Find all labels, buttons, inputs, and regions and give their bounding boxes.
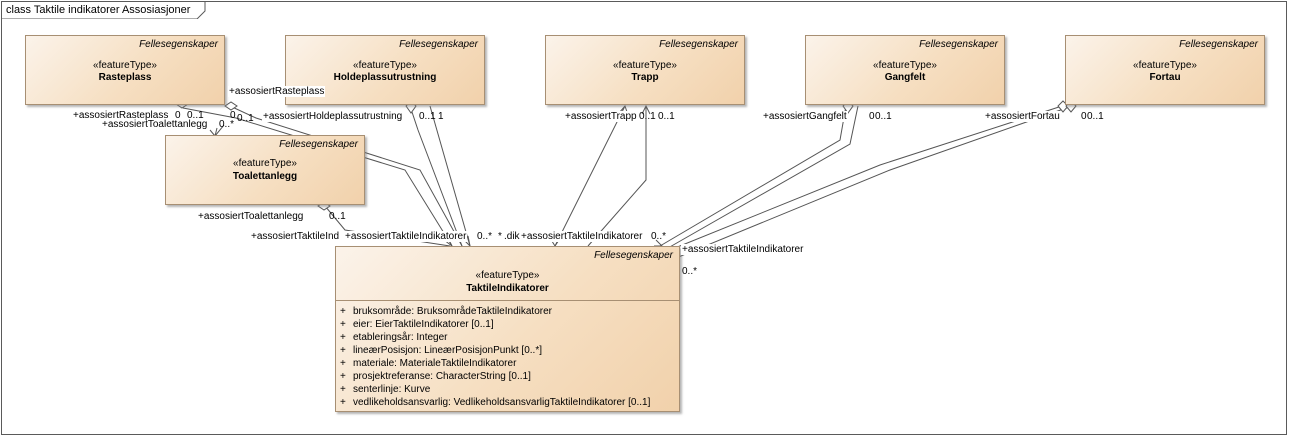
assoc-fortau-line-2	[675, 105, 1073, 259]
stereotype-label: «featureType»	[1133, 60, 1197, 71]
multiplicity-label: 0..*	[477, 231, 493, 242]
attribute-row: + lineærPosisjon: LineærPosisjonPunkt [0.…	[340, 344, 650, 357]
stereotype-label: «featureType»	[93, 60, 157, 71]
assoc-gangfelt-line	[659, 105, 847, 247]
attribute-row: + vedlikeholdsansvarlig: Vedlikeholdsansv…	[340, 396, 650, 409]
attribute-text: senterlinje: Kurve	[353, 384, 431, 395]
multiplicity-label: *	[498, 231, 502, 242]
role-label-assosiert-toalettanlegg-2: +assosiertToalettanlegg	[198, 211, 304, 222]
multiplicity-label: 0..*	[682, 266, 698, 277]
attribute-text: bruksområde: BruksområdeTaktileIndikator…	[353, 306, 552, 317]
multiplicity-label: 0	[175, 110, 181, 121]
role-label-assosiert-taktileindikatorer-2: +assosiertTaktileIndikatorer	[520, 231, 644, 242]
visibility-marker: +	[340, 345, 346, 356]
attribute-row: + bruksområde: BruksområdeTaktileIndikato…	[340, 305, 650, 318]
role-label-assosiert-trapp: +assosiertTrapp	[564, 111, 638, 122]
assoc-fortau-line	[669, 105, 1063, 251]
attribute-text: lineærPosisjon: LineærPosisjonPunkt [0..…	[353, 345, 542, 356]
multiplicity-label: 0..1	[1087, 111, 1104, 122]
visibility-marker: +	[340, 332, 346, 343]
role-label-assosiert-gangfelt: +assosiertGangfelt	[762, 111, 848, 122]
role-label-assosiert-taktile-ind: +assosiertTaktileInd	[251, 231, 340, 242]
group-label: Fellesegenskaper	[919, 39, 998, 50]
class-taktileindikatorer[interactable]: Fellesegenskaper «featureType» TaktileIn…	[335, 246, 680, 412]
assoc-toalettanlegg-line-2	[214, 124, 225, 137]
attribute-row: + prosjektreferanse: CharacterString [0..…	[340, 370, 650, 383]
attribute-text: etableringsår: Integer	[353, 332, 448, 343]
frame-title-tab	[1, 1, 206, 19]
attribute-row: + materiale: MaterialeTaktileIndikatorer	[340, 357, 650, 370]
multiplicity-label: 0..1	[639, 111, 656, 122]
class-name: Holdeplassutrustning	[333, 72, 437, 83]
multiplicity-label: 1	[438, 111, 444, 122]
role-label-assosiert-taktileindikatorer-3: +assosiertTaktileIndikatorer	[681, 244, 805, 255]
multiplicity-label: 0..*	[219, 119, 235, 130]
class-fortau[interactable]: Fellesegenskaper «featureType» Fortau	[1065, 35, 1265, 105]
class-toalettanlegg[interactable]: Fellesegenskaper «featureType» Toalettan…	[165, 135, 365, 205]
multiplicity-label: 0	[1081, 111, 1087, 122]
multiplicity-label: 0..1	[419, 111, 436, 122]
group-label: Fellesegenskaper	[594, 250, 673, 261]
multiplicity-label: 0..1	[329, 211, 346, 222]
role-label-fragment: .dik	[504, 231, 520, 242]
class-trapp[interactable]: Fellesegenskaper «featureType» Trapp	[545, 35, 745, 105]
stereotype-label: «featureType»	[475, 270, 540, 281]
visibility-marker: +	[340, 306, 346, 317]
role-label-assosiert-toalettanlegg: +assosiertToalettanlegg	[102, 119, 208, 130]
class-rasteplass[interactable]: Fellesegenskaper «featureType» Rasteplas…	[25, 35, 225, 105]
class-name: Rasteplass	[98, 72, 152, 83]
group-label: Fellesegenskaper	[659, 39, 738, 50]
stereotype-label: «featureType»	[353, 60, 417, 71]
stereotype-label: «featureType»	[233, 158, 297, 169]
group-label: Fellesegenskaper	[1179, 39, 1258, 50]
group-label: Fellesegenskaper	[139, 39, 218, 50]
attribute-row: + senterlinje: Kurve	[340, 383, 650, 396]
multiplicity-label: 0..*	[651, 231, 667, 242]
group-label: Fellesegenskaper	[279, 139, 358, 150]
multiplicity-label: 0..1	[658, 111, 675, 122]
role-label-assosiert-rasteplass-2: +assosiertRasteplass	[73, 110, 169, 121]
attribute-text: materiale: MaterialeTaktileIndikatorer	[353, 358, 517, 369]
attribute-separator	[336, 300, 679, 301]
role-label-assosiert-rasteplass: +assosiertRasteplass	[228, 86, 326, 97]
class-name: TaktileIndikatorer	[466, 283, 549, 294]
visibility-marker: +	[340, 358, 346, 369]
visibility-marker: +	[340, 397, 346, 408]
multiplicity-label: 0	[869, 111, 875, 122]
attribute-text: eier: EierTaktileIndikatorer [0..1]	[353, 319, 494, 330]
class-name: Fortau	[1149, 72, 1181, 83]
attribute-text: prosjektreferanse: CharacterString [0..1…	[353, 371, 531, 382]
assoc-gangfelt-line-2	[667, 105, 859, 249]
role-label-assosiert-taktileindikatorer: +assosiertTaktileIndikatorer	[344, 231, 468, 242]
group-label: Fellesegenskaper	[399, 39, 478, 50]
multiplicity-label: 0..1	[187, 110, 204, 121]
assoc-trapp-line	[554, 105, 626, 247]
arrowhead-trapp-2	[641, 104, 651, 115]
multiplicity-label: 0..1	[875, 111, 892, 122]
visibility-marker: +	[340, 371, 346, 382]
class-name: Trapp	[631, 72, 659, 83]
class-gangfelt[interactable]: Fellesegenskaper «featureType» Gangfelt	[805, 35, 1005, 105]
assoc-holdeplass-line	[409, 105, 463, 247]
assoc-trapp-line-2	[587, 106, 647, 247]
assoc-holdeplass-line-2	[429, 105, 471, 247]
visibility-marker: +	[340, 384, 346, 395]
role-label-assosiert-holdeplassutrustning: +assosiertHoldeplassutrustning	[262, 111, 404, 122]
class-name: Toalettanlegg	[232, 171, 298, 182]
stereotype-label: «featureType»	[613, 60, 677, 71]
attribute-list: + bruksområde: BruksområdeTaktileIndikato…	[340, 305, 650, 409]
visibility-marker: +	[340, 319, 346, 330]
multiplicity-label: 0..1	[237, 113, 254, 124]
diamond-rasteplass-2	[224, 101, 238, 111]
attribute-row: + eier: EierTaktileIndikatorer [0..1]	[340, 318, 650, 331]
attribute-text: vedlikeholdsansvarlig: Vedlikeholdsansva…	[353, 397, 651, 408]
stereotype-label: «featureType»	[873, 60, 937, 71]
class-name: Gangfelt	[884, 72, 926, 83]
attribute-row: + etableringsår: Integer	[340, 331, 650, 344]
role-label-assosiert-fortau: +assosiertFortau	[984, 111, 1061, 122]
diagram-title: class Taktile indikatorer Assosiasjoner	[6, 4, 191, 16]
multiplicity-label: 0	[230, 110, 236, 121]
